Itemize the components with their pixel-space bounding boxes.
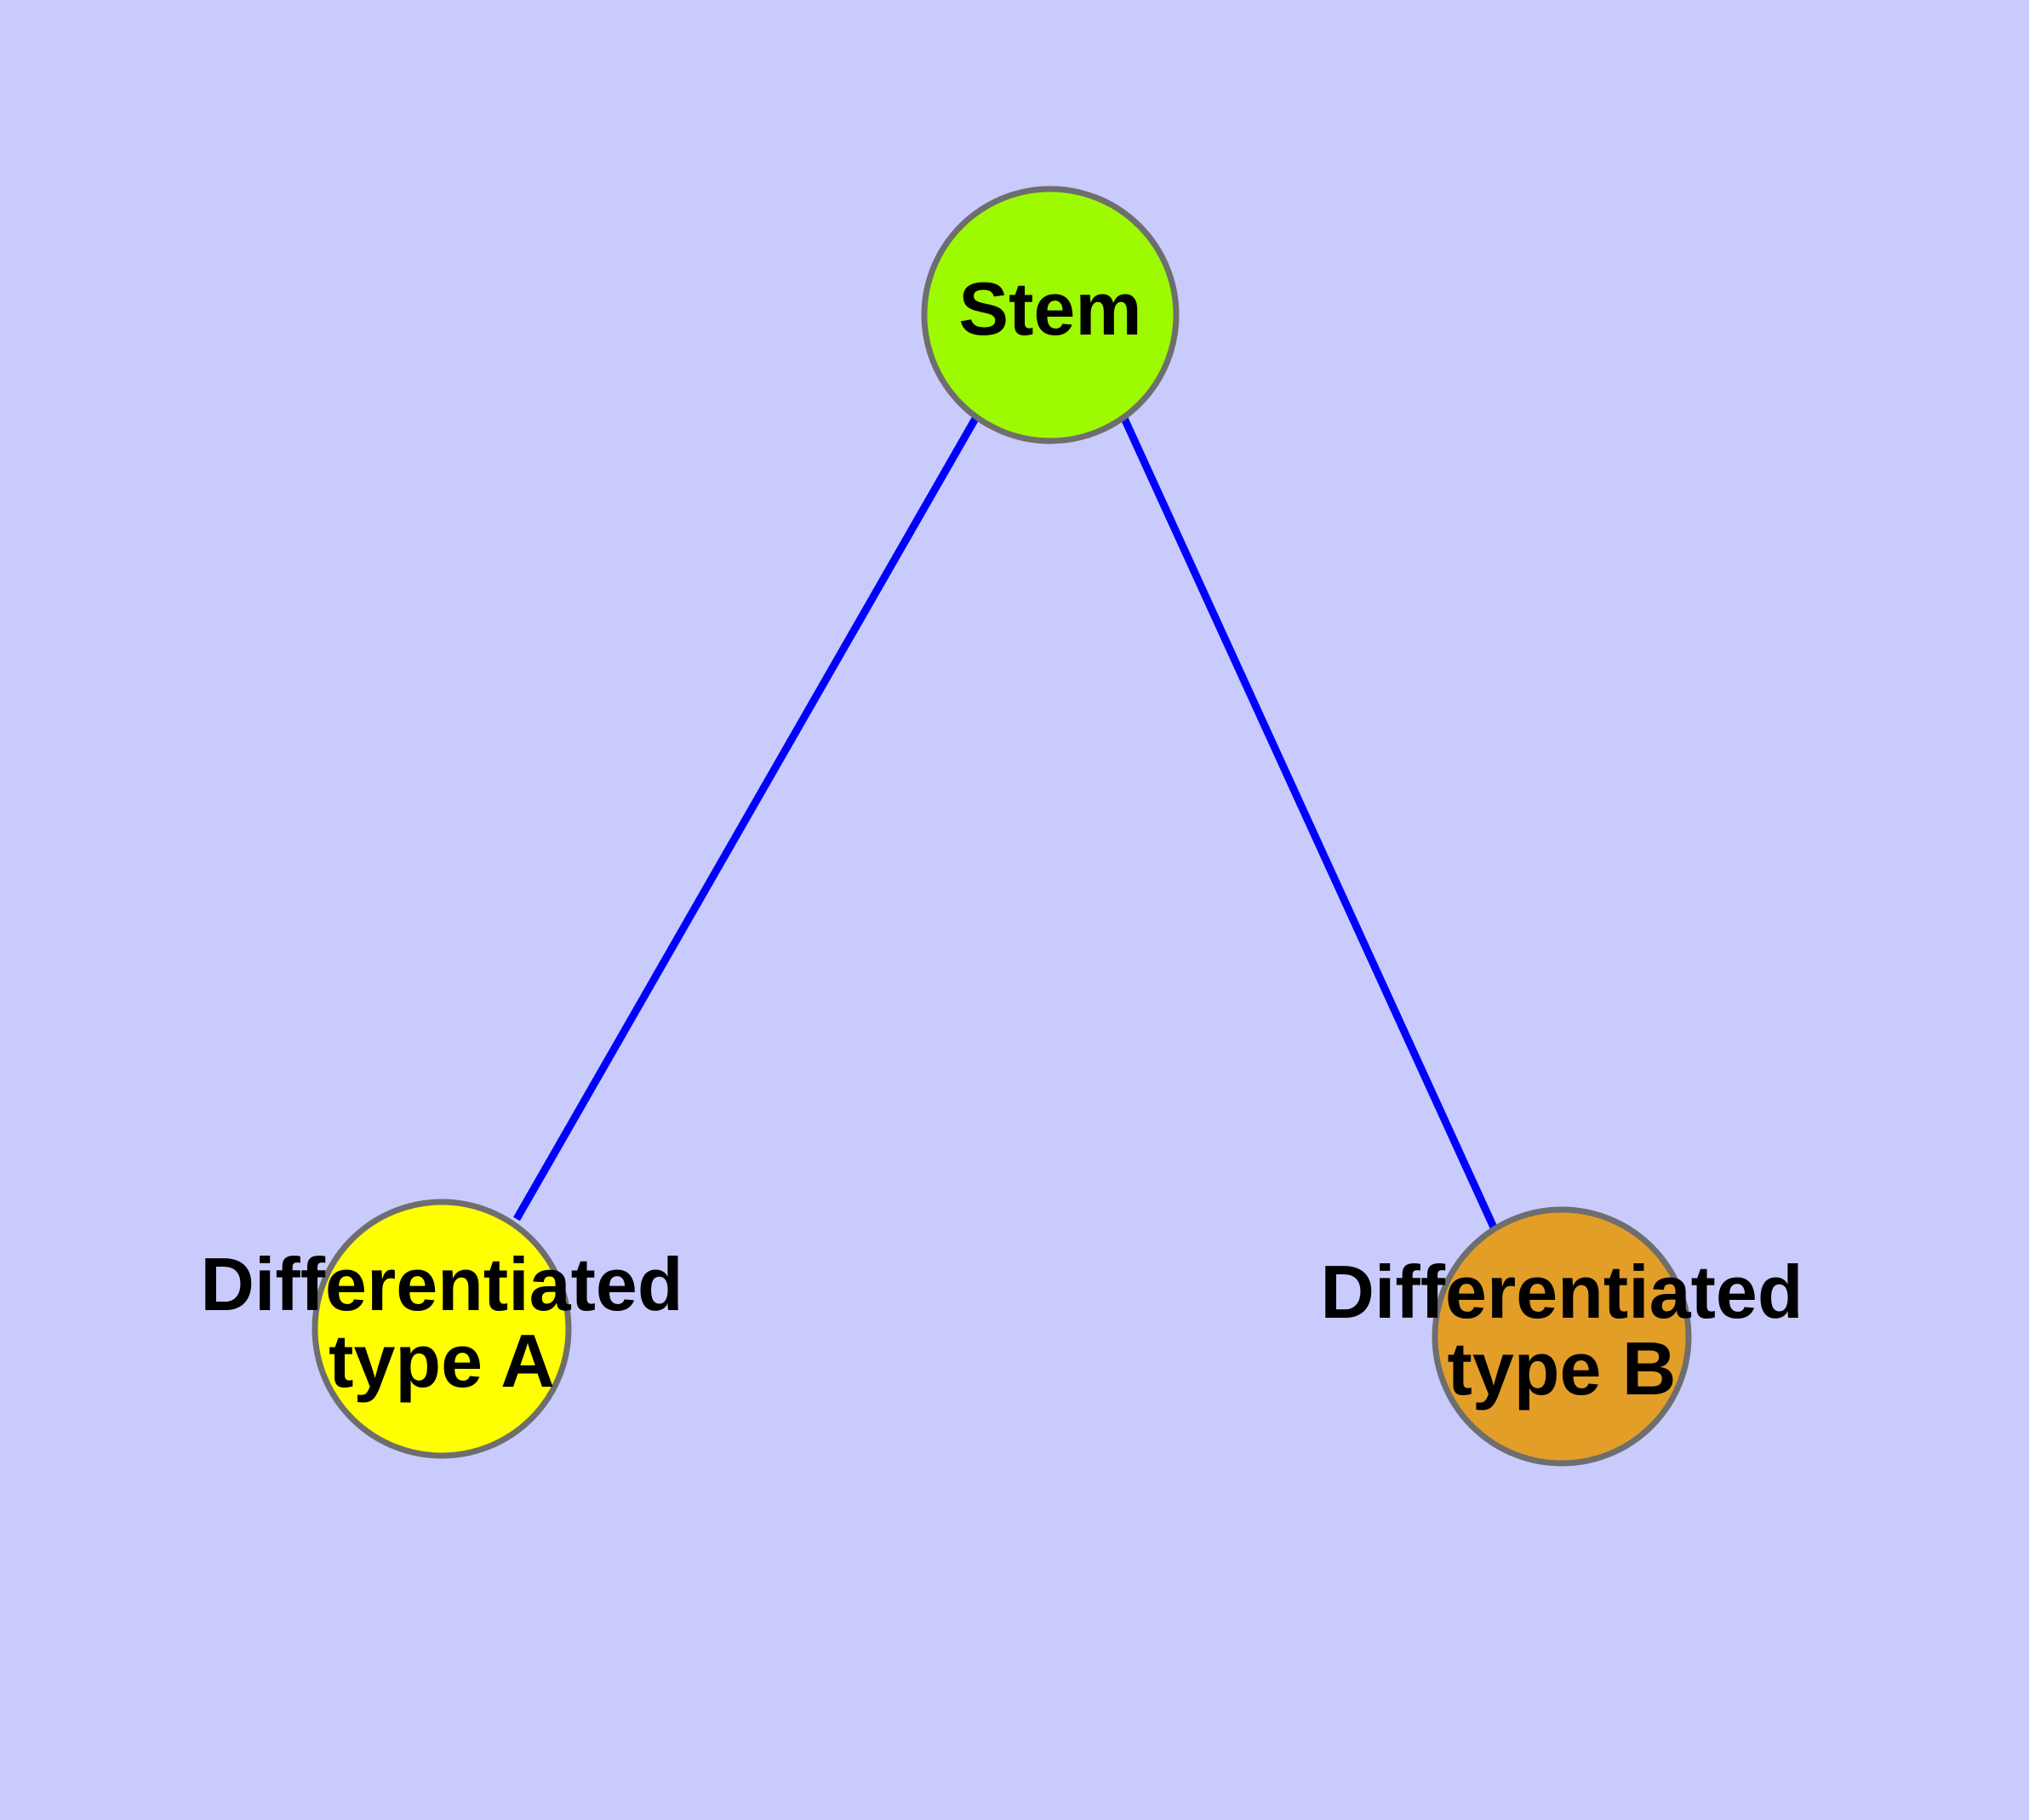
edge-stem-to-diff-a[interactable] <box>513 415 980 1222</box>
node-label-line: type B <box>1448 1326 1677 1411</box>
node-label-line: Stem <box>958 266 1141 351</box>
node-label-line: Differentiated <box>1320 1250 1803 1334</box>
node-label-line: type A <box>329 1319 555 1403</box>
node-diff-b[interactable] <box>1432 1206 1692 1467</box>
node-diff-a[interactable] <box>311 1199 572 1459</box>
edge-layer <box>513 413 1499 1231</box>
node-layer <box>311 186 1692 1467</box>
node-label-stem: Stem <box>958 266 1141 351</box>
edge-stem-to-diff-b[interactable] <box>1118 413 1499 1231</box>
node-label-line: Differentiated <box>200 1242 683 1326</box>
node-stem[interactable] <box>921 186 1180 444</box>
